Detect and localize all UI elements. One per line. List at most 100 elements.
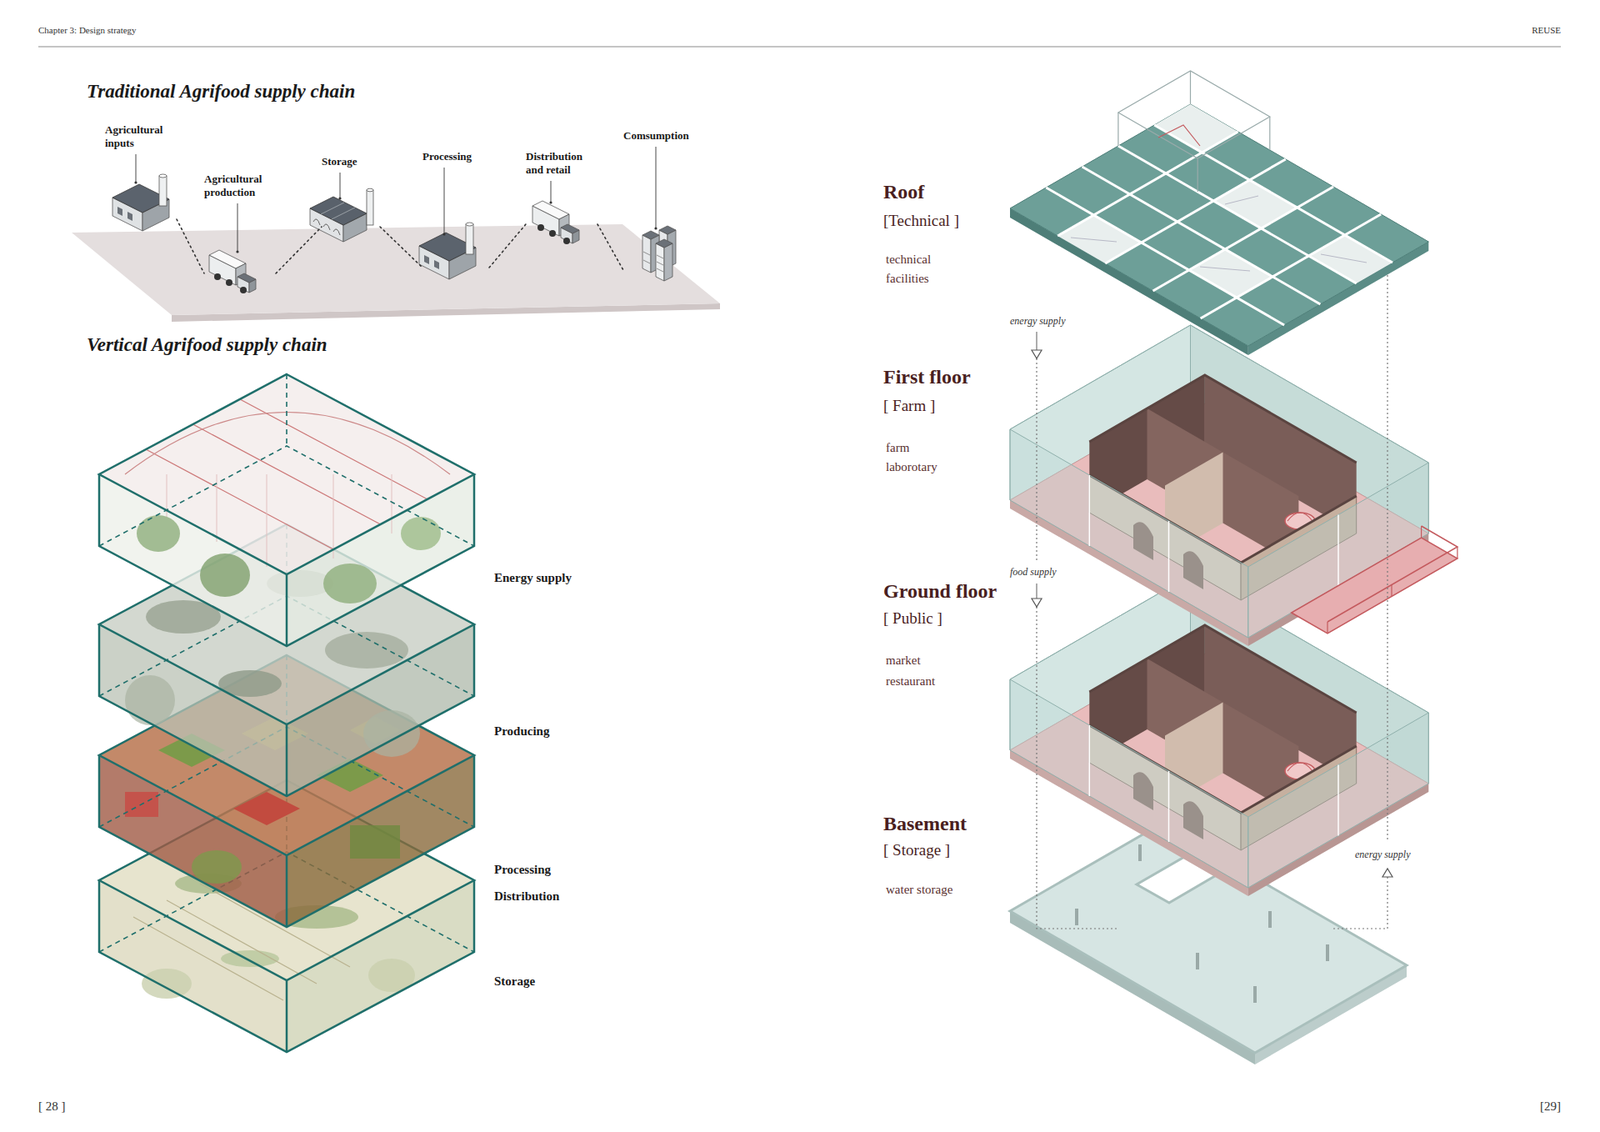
energy-layer-box: [99, 374, 475, 646]
floor-program: farm: [885, 440, 910, 455]
processing-layer-box: [350, 825, 400, 859]
supply-flow-line: [1036, 275, 1388, 929]
basement-plate: [1325, 944, 1330, 961]
leader-line: [655, 146, 657, 229]
flow-label: energy supply: [1010, 315, 1066, 327]
layer-label: Processing: [494, 861, 551, 877]
supply-flow-line: [1036, 606, 1117, 929]
flow-label: energy supply: [1355, 848, 1411, 860]
leader-dot: [654, 226, 657, 230]
energy-layer-box: [136, 515, 180, 552]
leader-dot: [134, 180, 137, 184]
energy-layer-box: [99, 374, 475, 546]
basement-plate: [1075, 908, 1079, 925]
flow-label: food supply: [1010, 565, 1057, 578]
chain-connector: [275, 226, 322, 274]
supply-flow-line: [1035, 331, 1037, 350]
supply-flow-line: [1333, 876, 1388, 929]
floor-program: market: [885, 652, 921, 668]
energy-layer-box: [99, 374, 475, 575]
stage-label: Agricultural production: [204, 172, 276, 200]
stage-label: Distribution and retail: [525, 150, 598, 177]
roof-plate: [1010, 70, 1429, 355]
energy-layer-box: [285, 574, 289, 646]
chain-connector: [176, 219, 205, 274]
stage-label: Agricultural inputs: [105, 123, 177, 150]
storage-layer-box: [285, 980, 289, 1052]
roof-plate: [1045, 187, 1285, 325]
energy-layer-box: [99, 474, 475, 646]
floor-name: Ground floor: [883, 579, 997, 604]
first-floor-plan: [1327, 525, 1458, 622]
supply-chain-ground: [71, 224, 720, 315]
supply-flow-line: [1035, 358, 1037, 560]
stage-icon: [532, 200, 580, 245]
floor-program: water storage: [885, 881, 953, 897]
layer-label: Producing: [494, 723, 550, 739]
floor-type: [ Storage ]: [883, 840, 950, 860]
roof-plate: [1057, 215, 1141, 264]
floor-program: technical facilities: [885, 250, 953, 289]
floor-type: [Technical ]: [883, 211, 960, 231]
basement-plate: [1138, 844, 1142, 861]
floor-program: restaurant: [885, 673, 935, 689]
roof-plate: [1154, 104, 1239, 153]
layer-label: Storage: [494, 973, 535, 989]
leader-dot: [235, 250, 239, 253]
chain-stage: Distribution and retail: [525, 150, 598, 246]
leader-line: [135, 154, 137, 183]
leader-line: [550, 180, 552, 203]
roof-plate: [1118, 70, 1270, 192]
basement-plate: [1253, 985, 1257, 1003]
leader-line: [237, 203, 239, 252]
first-floor-plan: [1010, 325, 1458, 646]
producing-layer-box: [325, 631, 409, 669]
flow-arrowhead: [1031, 598, 1042, 607]
flow-arrowhead: [1031, 350, 1042, 359]
roof-plate: [1154, 125, 1393, 263]
floor-type: [ Farm ]: [883, 396, 935, 416]
energy-layer-box: [99, 374, 475, 575]
stage-label: Storage: [321, 155, 380, 169]
producing-layer-box: [285, 724, 289, 796]
flow-arrowhead: [1031, 350, 1393, 877]
energy-layer-box: [400, 516, 441, 550]
roof-plate: [1105, 159, 1286, 264]
supply-chain-ground: [71, 224, 720, 322]
storage-layer-box: [141, 968, 192, 999]
energy-layer-box: [166, 474, 392, 567]
roof-plate: [1070, 195, 1367, 271]
floor-name: Roof: [883, 180, 925, 205]
roof-plate: [1158, 125, 1200, 146]
supply-flow-line: [1386, 275, 1388, 842]
processing-layer-box: [233, 791, 300, 825]
chain-stage: Processing: [422, 150, 490, 290]
roof-plate: [1045, 125, 1393, 325]
basement-plate: [1195, 952, 1200, 970]
flow-arrowhead: [1382, 868, 1393, 877]
stage-label: Comsumption: [623, 129, 699, 143]
page-number: [ 28 ]: [38, 1098, 66, 1114]
first-floor-plan: [1291, 537, 1458, 634]
roof-plate: [1010, 104, 1429, 346]
stage-label: Processing: [422, 150, 490, 164]
basement-plate: [1268, 910, 1272, 928]
energy-layer-box: [125, 412, 450, 475]
chain-connector: [380, 226, 423, 268]
floor-name: Basement: [883, 811, 967, 836]
floor-type: [ Public ]: [883, 609, 943, 629]
roof-plate: [1189, 249, 1273, 298]
processing-layer-box: [191, 850, 242, 884]
stage-icon: [112, 174, 676, 294]
stage-icon: [642, 225, 676, 281]
chain-stage: Agricultural production: [204, 172, 276, 295]
running-header: Chapter 3: Design strategy: [38, 25, 137, 36]
leader-dot: [442, 232, 445, 235]
section-title: Vertical Agrifood supply chain: [86, 333, 328, 357]
roof-plate: [1118, 70, 1270, 159]
supply-flow-line: [1035, 583, 1037, 599]
layer-label: Energy supply: [494, 570, 572, 585]
